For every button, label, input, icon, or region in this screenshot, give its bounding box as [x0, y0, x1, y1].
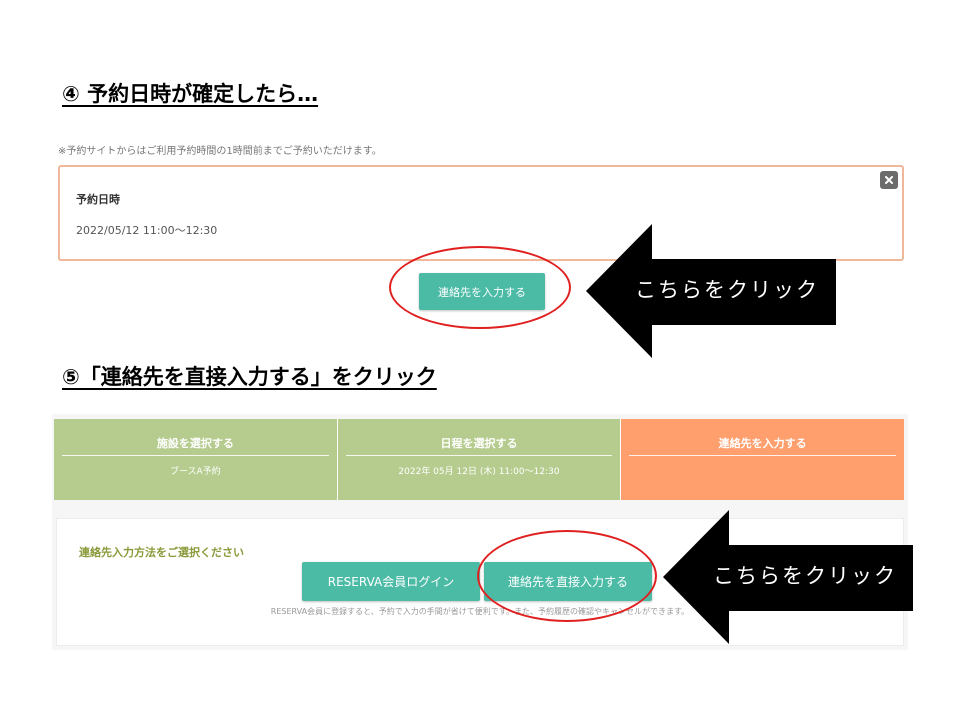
member-hint: RESERVA会員に登録すると、予約で入力の手間が省けて便利です。また、予約履歴…: [270, 607, 690, 616]
enter-contact-button[interactable]: 連絡先を入力する: [419, 273, 545, 310]
callout-label-2: こちらをクリック: [713, 564, 897, 588]
section5-heading: ⑤「連絡先を直接入力する」をクリック: [62, 365, 437, 389]
arrow-left-icon: [663, 510, 913, 644]
close-button[interactable]: [880, 171, 898, 189]
direct-entry-button[interactable]: 連絡先を直接入力する: [484, 562, 652, 601]
arrow-left-icon: [586, 224, 836, 358]
step-title: 施設を選択する: [156, 437, 234, 450]
step-divider: [345, 455, 613, 456]
step-title: 連絡先を入力する: [718, 437, 807, 450]
choose-method-title: 連絡先入力方法をご選択ください: [79, 546, 244, 559]
step-enter-contact: 連絡先を入力する: [620, 419, 905, 500]
step-indicator: 施設を選択する ブースA予約 日程を選択する 2022年 05月 12日 (木)…: [54, 419, 905, 500]
section4-heading: ④ 予約日時が確定したら…: [62, 82, 319, 106]
step-select-schedule: 日程を選択する 2022年 05月 12日 (木) 11:00～12:30: [336, 419, 621, 500]
datetime-value: 2022/05/12 11:00～12:30: [76, 224, 218, 237]
callout-label-1: こちらをクリック: [635, 278, 819, 302]
step-select-facility: 施設を選択する ブースA予約: [54, 419, 337, 500]
booking-note: ※予約サイトからはご利用予約時間の1時間前までご予約いただけます。: [58, 146, 382, 157]
step-divider: [62, 455, 329, 456]
step-divider: [629, 455, 897, 456]
close-icon: [885, 176, 893, 184]
datetime-label: 予約日時: [76, 193, 120, 206]
step-title: 日程を選択する: [440, 437, 518, 450]
step-sub: ブースA予約: [169, 467, 221, 477]
selected-datetime-box: 予約日時 2022/05/12 11:00～12:30: [58, 165, 904, 261]
reserva-login-button[interactable]: RESERVA会員ログイン: [302, 562, 480, 601]
step-sub: 2022年 05月 12日 (木) 11:00～12:30: [398, 467, 560, 477]
